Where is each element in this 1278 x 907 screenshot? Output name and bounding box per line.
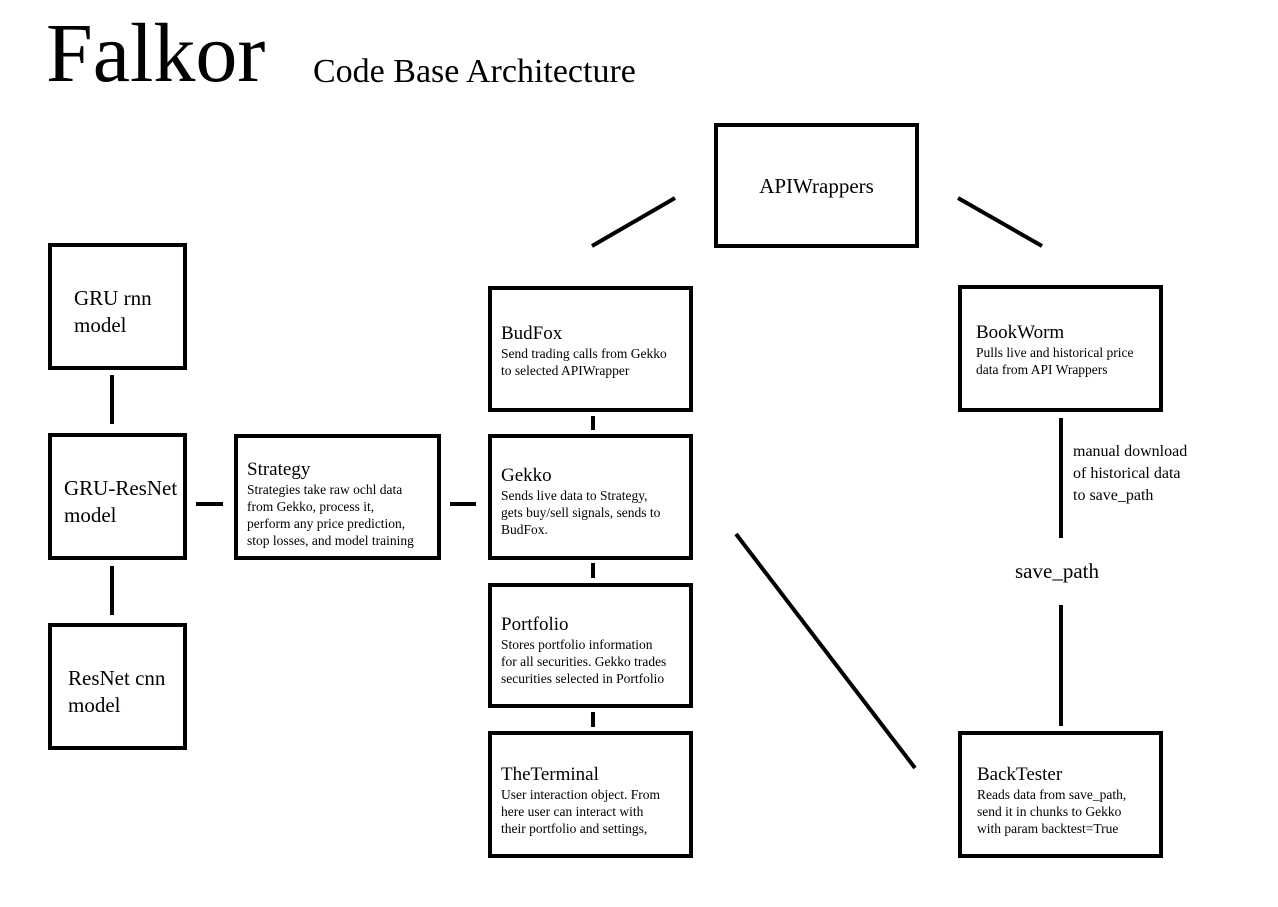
node-bookworm-desc-2: data from API Wrappers	[976, 362, 1108, 377]
node-strategy-desc-1: Strategies take raw ochl data	[247, 482, 403, 497]
page-title: Falkor	[46, 7, 266, 100]
node-resnet-cnn-model: ResNet cnn model	[48, 623, 187, 750]
node-backtester: BackTester Reads data from save_path, se…	[958, 731, 1163, 858]
edge-label-line-1: manual download	[1073, 443, 1188, 460]
node-gekko-label: Gekko	[501, 465, 552, 486]
node-gekko-desc-3: BudFox.	[501, 522, 548, 537]
node-gekko-desc-1: Sends live data to Strategy,	[501, 488, 648, 503]
node-portfolio-desc-1: Stores portfolio information	[501, 637, 653, 652]
node-bookworm-label: BookWorm	[976, 322, 1065, 343]
node-theterminal-desc-3: their portfolio and settings,	[501, 821, 648, 836]
node-theterminal: TheTerminal User interaction object. Fro…	[488, 731, 693, 858]
node-budfox-desc-1: Send trading calls from Gekko	[501, 346, 667, 361]
node-portfolio-desc-2: for all securities. Gekko trades	[501, 654, 667, 669]
edge-apiwrappers-bookworm	[957, 196, 1043, 248]
node-strategy-label: Strategy	[247, 459, 311, 480]
node-budfox-desc-2: to selected APIWrapper	[501, 363, 630, 378]
node-portfolio-desc-3: securities selected in Portfolio	[501, 671, 665, 686]
edge-label-manual-download: manual download of historical data to sa…	[1073, 441, 1187, 507]
node-resnet-cnn-model-label: ResNet cnn model	[68, 666, 166, 717]
node-bookworm-desc-1: Pulls live and historical price	[976, 345, 1134, 360]
node-backtester-desc-2: send it in chunks to Gekko	[977, 804, 1122, 819]
node-budfox-label: BudFox	[501, 323, 563, 344]
node-theterminal-desc-2: here user can interact with	[501, 804, 644, 819]
edge-label-line-3: to save_path	[1073, 487, 1154, 504]
node-portfolio: Portfolio Stores portfolio information f…	[488, 583, 693, 708]
node-strategy-desc-4: stop losses, and model training	[247, 533, 414, 548]
node-gru-resnet-model: GRU-ResNet model	[48, 433, 187, 560]
node-strategy-desc-3: perform any price prediction,	[247, 516, 406, 531]
node-gru-resnet-model-label: GRU-ResNet model	[64, 476, 178, 527]
node-save-path: save_path	[1015, 559, 1099, 583]
node-budfox: BudFox Send trading calls from Gekko to …	[488, 286, 693, 412]
edge-gekko-backtester	[734, 532, 917, 770]
node-gekko: Gekko Sends live data to Strategy, gets …	[488, 434, 693, 560]
node-gru-rnn-model: GRU rnn model	[48, 243, 187, 370]
node-strategy-desc-2: from Gekko, process it,	[247, 499, 375, 514]
node-strategy: Strategy Strategies take raw ochl data f…	[234, 434, 441, 560]
node-apiwrappers: APIWrappers	[714, 123, 919, 248]
page-subtitle: Code Base Architecture	[313, 53, 636, 90]
node-gekko-desc-2: gets buy/sell signals, sends to	[501, 505, 661, 520]
node-portfolio-label: Portfolio	[501, 614, 569, 635]
node-theterminal-label: TheTerminal	[501, 764, 599, 785]
edge-apiwrappers-budfox	[590, 196, 677, 248]
node-bookworm: BookWorm Pulls live and historical price…	[958, 285, 1163, 412]
node-backtester-label: BackTester	[977, 764, 1063, 785]
node-theterminal-desc-1: User interaction object. From	[501, 787, 660, 802]
node-gru-rnn-model-label: GRU rnn model	[74, 286, 152, 337]
node-backtester-desc-3: with param backtest=True	[977, 821, 1119, 836]
node-apiwrappers-label: APIWrappers	[759, 173, 874, 198]
edge-label-line-2: of historical data	[1073, 465, 1181, 482]
node-backtester-desc-1: Reads data from save_path,	[977, 787, 1127, 802]
